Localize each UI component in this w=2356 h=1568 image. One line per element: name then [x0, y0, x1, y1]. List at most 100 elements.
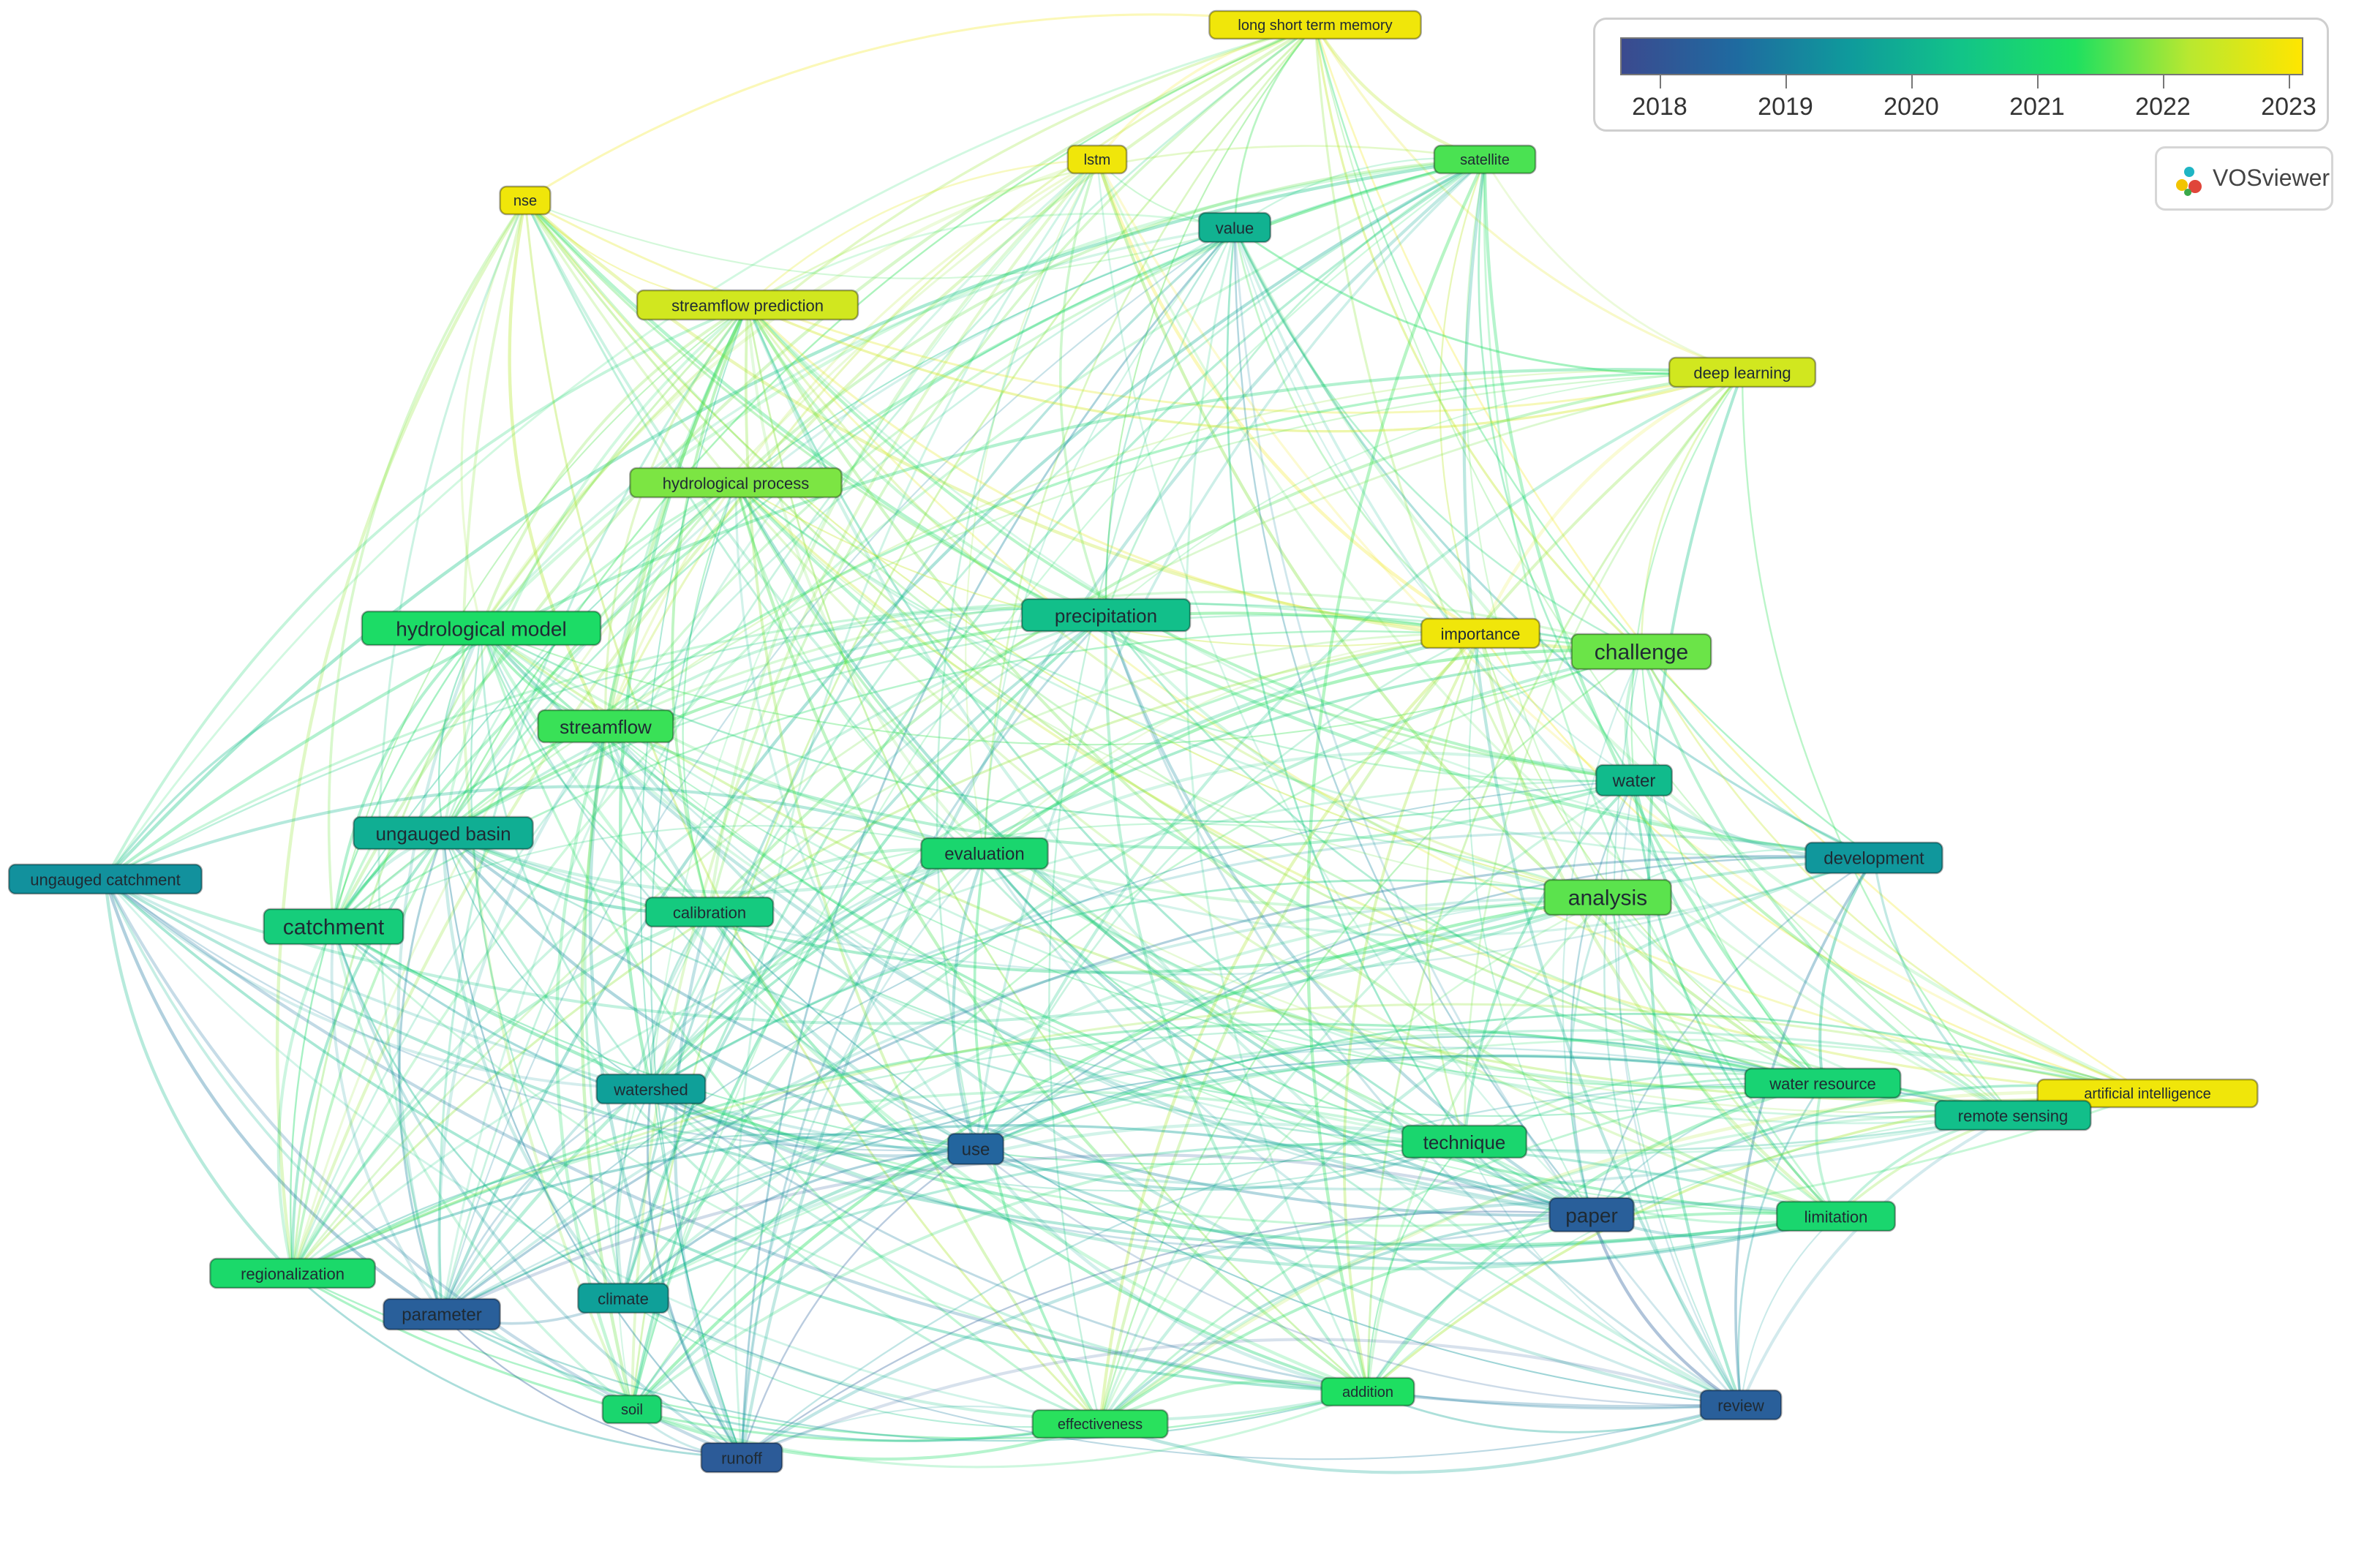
network-link	[936, 159, 1099, 1150]
node-satellite[interactable]: satellite	[1433, 144, 1537, 175]
node-climate[interactable]: climate	[577, 1282, 669, 1314]
network-link	[327, 199, 527, 927]
network-link	[740, 614, 1107, 1458]
node-artificial-intelligence[interactable]: artificial intelligence	[2036, 1078, 2259, 1109]
node-box	[1420, 617, 1541, 649]
node-effectiveness[interactable]: effectiveness	[1031, 1409, 1169, 1439]
node-label: nse	[513, 193, 537, 209]
node-water[interactable]: water	[1595, 764, 1674, 797]
node-limitation[interactable]: limitation	[1775, 1200, 1897, 1232]
network-link	[1740, 1215, 1837, 1406]
node-box	[636, 289, 859, 321]
node-development[interactable]: development	[1804, 841, 1943, 875]
network-link	[105, 600, 1481, 881]
network-link	[650, 650, 1642, 1090]
node-importance[interactable]: importance	[1420, 617, 1541, 649]
node-value[interactable]: value	[1197, 211, 1272, 244]
node-nse[interactable]: nse	[499, 185, 552, 216]
node-catchment[interactable]: catchment	[263, 908, 404, 946]
network-link	[604, 304, 749, 727]
node-lstm-full[interactable]: long short term memory	[1208, 10, 1422, 40]
node-label: parameter	[402, 1305, 481, 1325]
node-box	[1934, 1099, 2092, 1131]
network-link	[1096, 159, 1824, 1085]
node-label: paper	[1565, 1205, 1618, 1227]
legend-year-label: 2022	[2135, 93, 2191, 121]
network-link	[631, 1390, 1369, 1469]
network-link	[650, 614, 1107, 1090]
network-link	[965, 159, 1098, 854]
network-link	[1640, 651, 1824, 1084]
node-challenge[interactable]: challenge	[1570, 633, 1712, 671]
node-label: limitation	[1804, 1208, 1868, 1226]
network-link	[746, 304, 1481, 635]
vosviewer-badge[interactable]: VOSviewer	[2155, 146, 2333, 211]
node-label: importance	[1441, 625, 1521, 644]
node-evaluation[interactable]: evaluation	[920, 837, 1049, 870]
network-link	[398, 832, 445, 1315]
node-runoff[interactable]: runoff	[700, 1441, 783, 1474]
network-link	[1468, 633, 1592, 1215]
network-link	[605, 369, 1743, 727]
network-link	[975, 1140, 1465, 1191]
network-link	[1314, 24, 1743, 374]
network-links	[103, 13, 2148, 1474]
network-link	[1104, 158, 1486, 616]
node-label: analysis	[1568, 886, 1647, 911]
node-streamflow-prediction[interactable]: streamflow prediction	[636, 289, 859, 321]
node-label: deep learning	[1693, 364, 1791, 382]
node-box	[1595, 764, 1674, 797]
network-link	[1367, 1390, 1742, 1433]
node-ungauged-basin[interactable]: ungauged basin	[353, 815, 534, 851]
node-label: water	[1612, 772, 1656, 791]
node-ungauged-catchment[interactable]: ungauged catchment	[7, 863, 203, 895]
network-link	[747, 158, 1098, 306]
network-link	[983, 649, 1642, 855]
network-nodes: long short term memory lstm nse satellite va…	[7, 10, 2259, 1474]
node-review[interactable]: review	[1699, 1389, 1783, 1421]
node-paper[interactable]: paper	[1548, 1196, 1635, 1233]
node-soil[interactable]: soil	[601, 1394, 663, 1425]
network-link	[292, 779, 1635, 1275]
node-remote-sensing[interactable]: remote sensing	[1934, 1099, 2092, 1131]
node-label: streamflow	[560, 716, 652, 738]
node-deep-learning[interactable]: deep learning	[1668, 356, 1817, 388]
network-link	[709, 823, 1608, 913]
node-box	[1208, 10, 1422, 40]
node-label: ungauged basin	[375, 823, 511, 845]
network-link	[1617, 780, 1742, 1406]
node-hydrological-process[interactable]: hydrological process	[629, 467, 843, 499]
node-water-resource[interactable]: water resource	[1744, 1067, 1902, 1099]
network-link	[747, 304, 1875, 859]
network-link	[480, 627, 1592, 1217]
node-lstm[interactable]: lstm	[1066, 144, 1128, 175]
legend-tick	[2163, 75, 2164, 88]
node-use[interactable]: use	[946, 1132, 1005, 1166]
node-label: review	[1717, 1397, 1764, 1415]
node-parameter[interactable]: parameter	[383, 1297, 501, 1331]
network-link	[1463, 779, 1636, 1142]
legend-tick	[1911, 75, 1913, 88]
network-link	[584, 304, 749, 1299]
network-link	[441, 1029, 2148, 1316]
node-addition[interactable]: addition	[1320, 1376, 1415, 1407]
network-link	[470, 627, 624, 1299]
node-calibration[interactable]: calibration	[644, 896, 775, 928]
node-hydrological-model[interactable]: hydrological model	[361, 610, 602, 647]
network-link	[104, 878, 652, 1090]
network-link	[481, 627, 2014, 1118]
node-analysis[interactable]: analysis	[1543, 878, 1672, 916]
network-link	[974, 1147, 1369, 1394]
node-technique[interactable]: technique	[1401, 1124, 1528, 1159]
node-precipitation[interactable]: precipitation	[1020, 598, 1192, 633]
node-box	[644, 896, 775, 928]
node-watershed[interactable]: watershed	[595, 1073, 707, 1105]
legend-year-label: 2023	[2261, 93, 2317, 121]
network-link	[622, 1297, 1369, 1422]
node-box	[1401, 1124, 1528, 1159]
node-streamflow[interactable]: streamflow	[537, 709, 674, 744]
network-link	[1105, 372, 1743, 616]
network-link	[650, 159, 1098, 1090]
network-link	[746, 304, 1608, 899]
node-regionalization[interactable]: regionalization	[209, 1257, 376, 1289]
